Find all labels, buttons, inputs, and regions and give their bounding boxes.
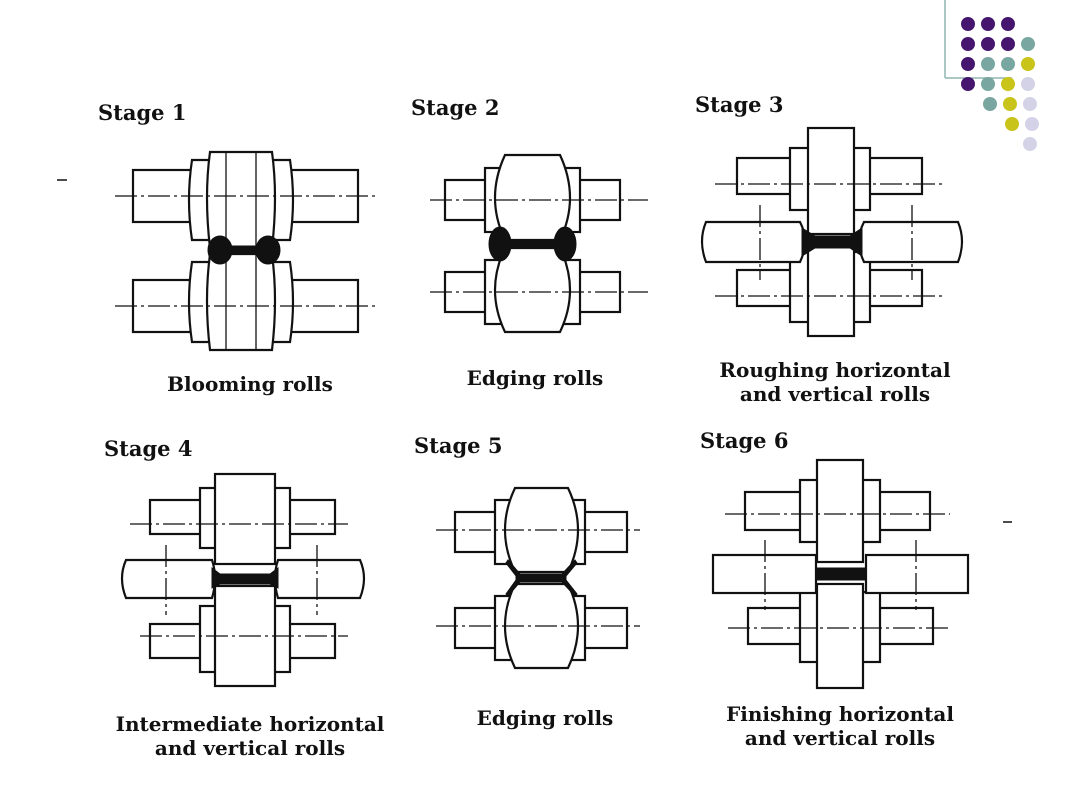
theme-dot (1005, 117, 1019, 131)
stage-1-caption: Blooming rolls (130, 372, 370, 396)
stage-2-title: Stage 2 (411, 95, 500, 120)
theme-dot (1001, 37, 1015, 51)
stage-3-caption-line-2: and vertical rolls (739, 382, 931, 406)
theme-dot (983, 97, 997, 111)
theme-dot (1001, 57, 1015, 71)
stage-3-caption: Roughing horizontal and vertical rolls (700, 358, 970, 406)
theme-dot (1001, 77, 1015, 91)
stage-4-caption-line-1: Intermediate horizontal (115, 712, 385, 736)
stage-4-caption-line-2: and vertical rolls (154, 736, 346, 760)
stage-5-caption-line-1: Edging rolls (476, 706, 614, 730)
theme-dot (961, 57, 975, 71)
theme-dot (981, 77, 995, 91)
theme-dot (981, 37, 995, 51)
stage-6-caption: Finishing horizontal and vertical rolls (705, 702, 975, 750)
theme-dot (981, 57, 995, 71)
intermediate-rolls-drawing (120, 472, 366, 688)
stage-6-caption-line-1: Finishing horizontal (726, 702, 954, 726)
stage-4-title: Stage 4 (104, 436, 193, 461)
stage-2-caption: Edging rolls (420, 366, 650, 390)
edging-rolls-drawing (430, 153, 648, 334)
dot-grid (961, 17, 1039, 151)
stage-1-caption-line-1: Blooming rolls (167, 372, 333, 396)
theme-dot (1023, 137, 1037, 151)
stage-1-title: Stage 1 (98, 100, 187, 125)
edging-rolls-2-drawing (436, 486, 640, 670)
stage-3-caption-line-1: Roughing horizontal (719, 358, 951, 382)
theme-dot (1021, 57, 1035, 71)
stage-4-caption: Intermediate horizontal and vertical rol… (100, 712, 400, 760)
theme-dot (961, 77, 975, 91)
stage-2-caption-line-1: Edging rolls (466, 366, 604, 390)
theme-dot (981, 17, 995, 31)
theme-dot (1001, 17, 1015, 31)
roughing-rolls-drawing (700, 126, 964, 338)
theme-dot (1003, 97, 1017, 111)
finishing-rolls-drawing (711, 458, 970, 690)
stage-5-title: Stage 5 (414, 433, 503, 458)
theme-dot (1023, 97, 1037, 111)
stage-6-caption-line-2: and vertical rolls (744, 726, 936, 750)
stage-6-title: Stage 6 (700, 428, 789, 453)
theme-dot (1021, 37, 1035, 51)
theme-dot (1021, 77, 1035, 91)
stage-5-caption: Edging rolls (430, 706, 660, 730)
stage-3-title: Stage 3 (695, 92, 784, 117)
theme-dot (961, 37, 975, 51)
theme-dot (1025, 117, 1039, 131)
theme-dot (961, 17, 975, 31)
blooming-rolls-drawing (115, 150, 375, 352)
